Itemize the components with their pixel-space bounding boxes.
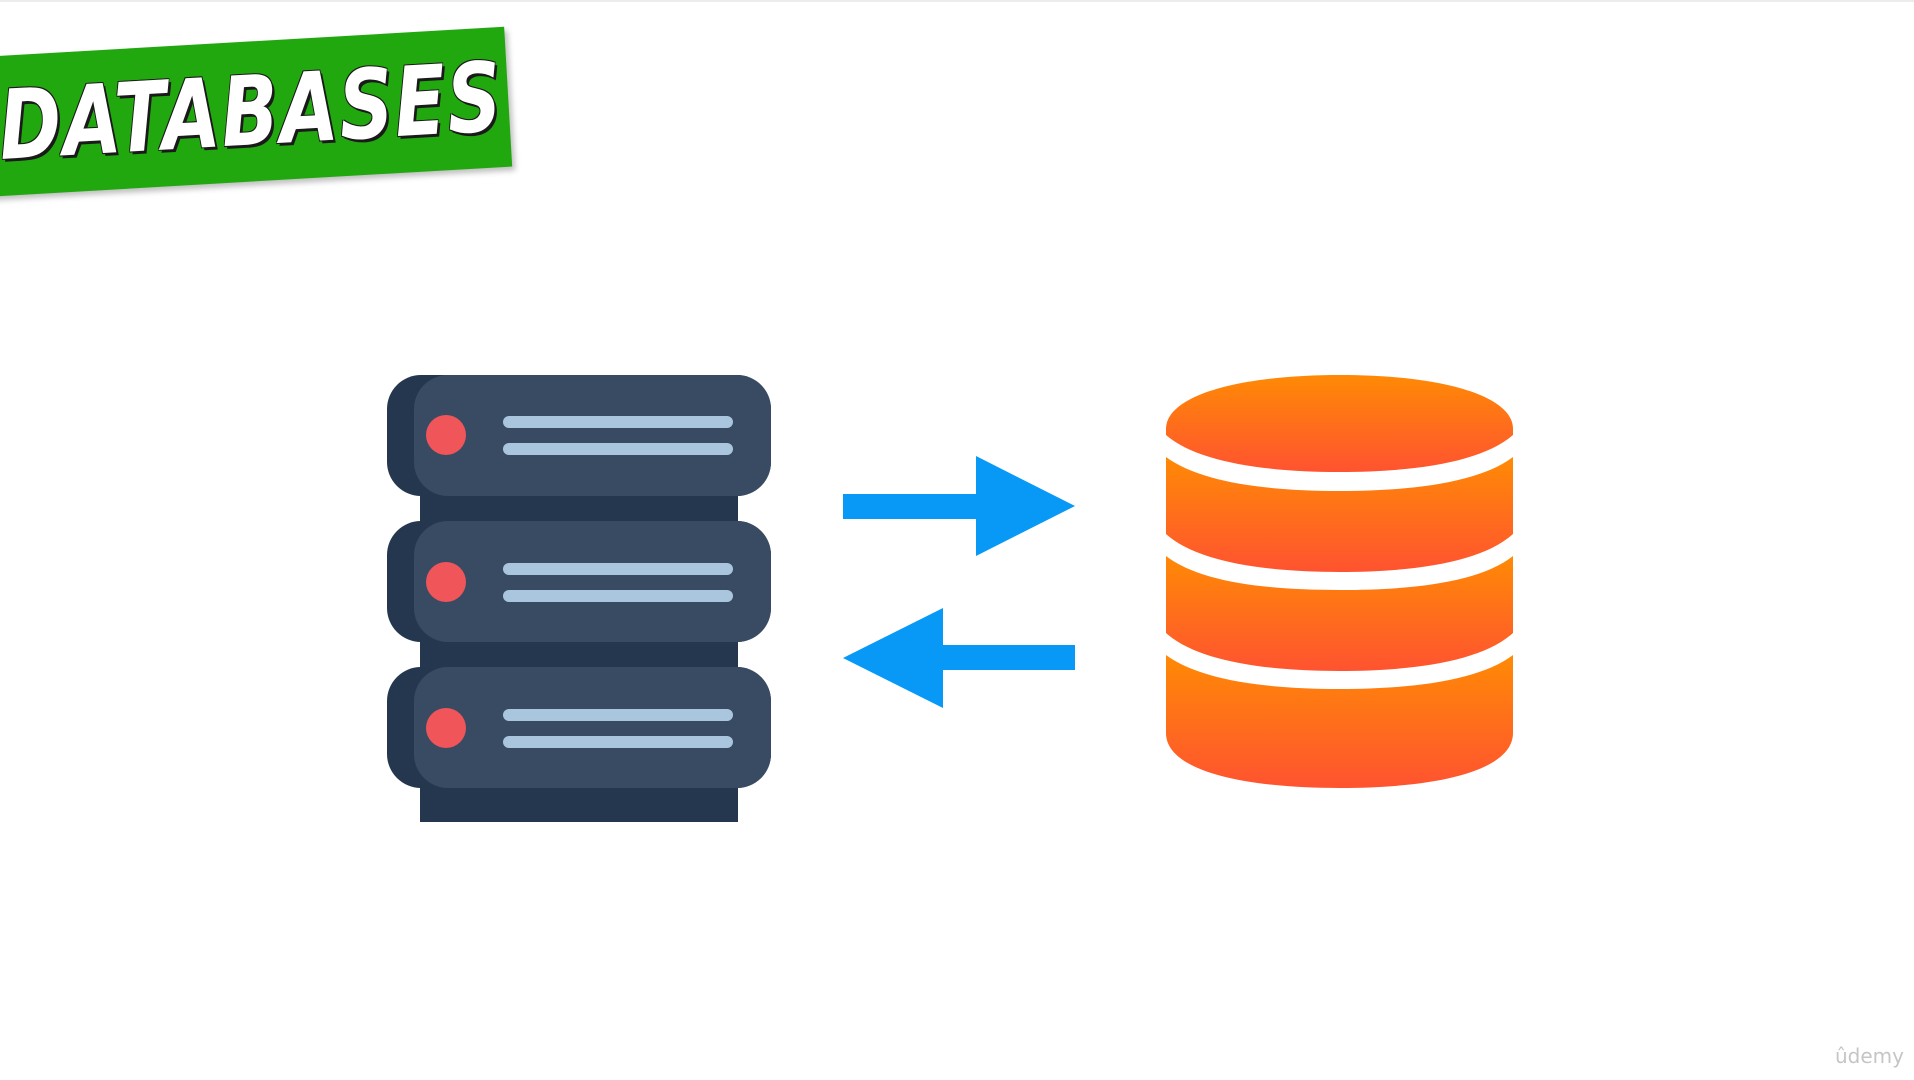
arrow-right-icon [843,456,1075,556]
server-unit [387,667,771,788]
arrow-left-icon [843,608,1075,708]
server-led [426,708,466,748]
db-bottom-layer [1166,655,1513,788]
server-line [503,709,733,721]
server-unit [387,521,771,642]
server-line [503,443,733,455]
server-led [426,415,466,455]
database-cylinder-icon [1166,375,1513,788]
server-rack-icon [387,375,771,822]
db-layer [1166,556,1513,671]
server-line [503,590,733,602]
server-unit [387,375,771,496]
server-line [503,736,733,748]
server-line [503,563,733,575]
db-layer [1166,457,1513,572]
server-line [503,416,733,428]
server-led [426,562,466,602]
db-top-layer [1166,375,1513,472]
watermark-logo: ûdemy [1835,1044,1904,1068]
